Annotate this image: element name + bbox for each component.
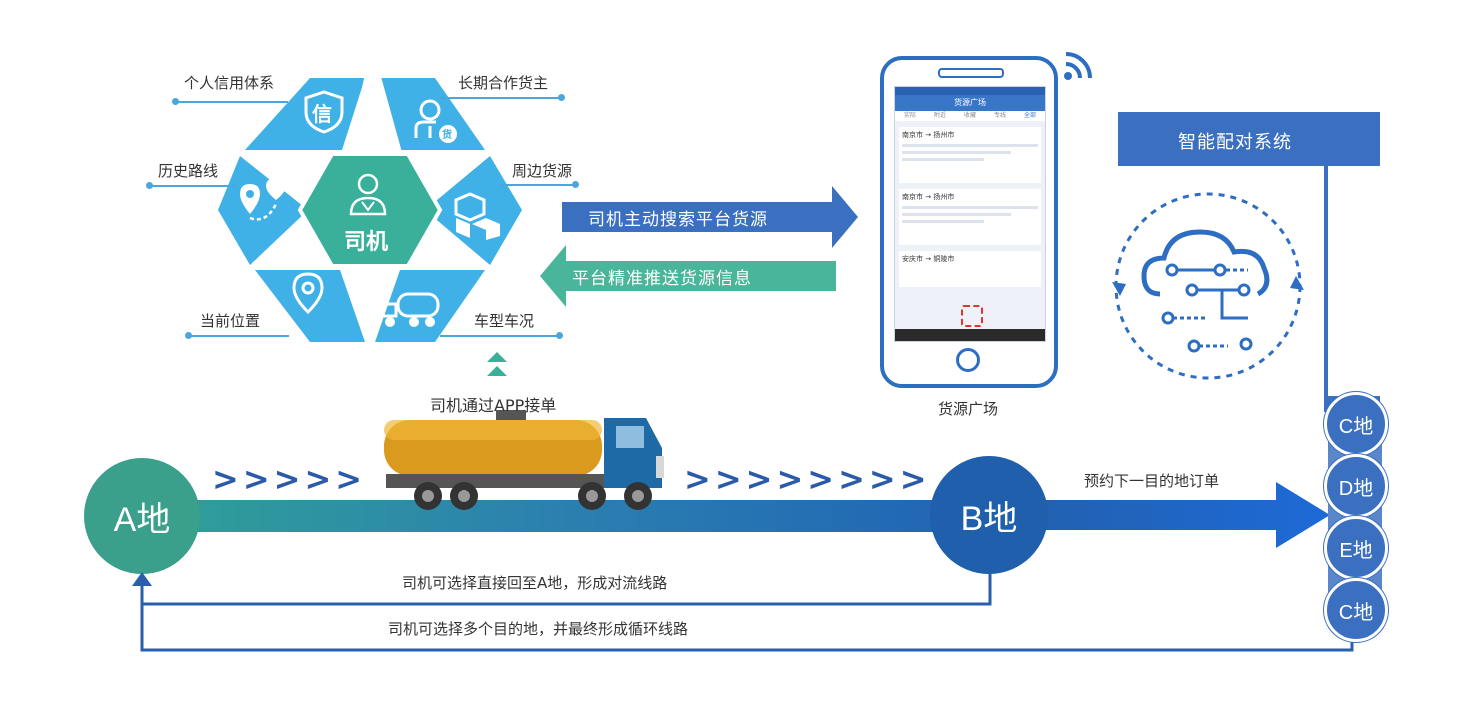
history-route-label: 历史路线 — [158, 162, 219, 180]
app-order-label: 司机通过APP接单 — [430, 396, 557, 415]
platform-push-text: 平台精准推送货源信息 — [572, 268, 752, 289]
cloud-circuit-icon — [1108, 186, 1308, 386]
return-lines — [132, 572, 1354, 652]
tanker-truck-icon — [378, 290, 442, 330]
credit-shield-char: 信 — [312, 102, 332, 126]
destination-d: D地 — [1324, 454, 1388, 518]
route-icon — [236, 174, 292, 230]
chevrons-right: >>>>>>>> — [684, 460, 931, 498]
app-tab[interactable]: 实际 — [903, 112, 916, 119]
app-title: 货源广场 — [895, 95, 1045, 111]
app-tab[interactable]: 专线 — [993, 112, 1006, 119]
system-label: 智能配对系统 — [1178, 132, 1292, 153]
listing-card[interactable]: 南京市 → 扬州市 — [899, 189, 1041, 245]
location-pin-icon — [290, 272, 326, 316]
vehicle-condition-label: 车型车况 — [474, 312, 535, 330]
chevrons-left: >>>>> — [212, 460, 367, 498]
city-b: B地 — [930, 456, 1048, 574]
route-road — [190, 500, 950, 532]
city-a: A地 — [84, 458, 200, 574]
up-arrow-icon — [485, 350, 509, 380]
app-tab[interactable]: 全部 — [1023, 112, 1036, 119]
next-order-arrow — [1040, 482, 1330, 548]
app-tab[interactable]: 附近 — [933, 112, 946, 119]
current-location-label: 当前位置 — [200, 312, 261, 330]
phone-screen: 货源广场 实际 附近 收藏 专线 全部 南京市 → 扬州市 南京市 → 扬州市 … — [894, 86, 1046, 342]
cargo-badge-char: 货 — [442, 130, 452, 141]
cargo-boxes-icon — [448, 190, 508, 240]
driver-search-arrow: 司机主动搜索平台货源 — [562, 186, 858, 248]
credit-shield-icon — [303, 90, 345, 134]
driver-search-text: 司机主动搜索平台货源 — [588, 209, 768, 230]
destination-e: E地 — [1324, 516, 1388, 580]
listing-card[interactable]: 南京市 → 扬州市 — [899, 127, 1041, 183]
nearby-cargo-label: 周边货源 — [512, 162, 573, 180]
platform-push-arrow: 平台精准推送货源信息 — [540, 245, 836, 307]
app-tab[interactable]: 收藏 — [963, 112, 976, 119]
phone-frame: 货源广场 实际 附近 收藏 专线 全部 南京市 → 扬州市 南京市 → 扬州市 … — [880, 56, 1058, 388]
destination-c-top: C地 — [1324, 392, 1388, 456]
destination-c-bottom: C地 — [1324, 578, 1388, 642]
long-term-shipper-label: 长期合作货主 — [458, 74, 549, 92]
return-route-label: 司机可选择直接回至A地，形成对流线路 — [402, 574, 668, 592]
cargo-owner-icon — [410, 98, 460, 148]
driver-center-label: 司机 — [344, 230, 389, 255]
credit-system-label: 个人信用体系 — [184, 74, 275, 92]
next-order-label: 预约下一目的地订单 — [1084, 472, 1220, 490]
tanker-truck-image — [376, 404, 666, 514]
phone-caption: 货源广场 — [938, 400, 999, 418]
loop-route-label: 司机可选择多个目的地，并最终形成循环线路 — [388, 620, 689, 638]
driver-icon — [348, 172, 388, 218]
driver-profile-hexagon — [218, 70, 522, 342]
wifi-icon — [1062, 48, 1096, 82]
listing-card[interactable]: 安庆市 → 铜陵市 — [899, 251, 1041, 287]
home-button[interactable] — [956, 348, 980, 372]
